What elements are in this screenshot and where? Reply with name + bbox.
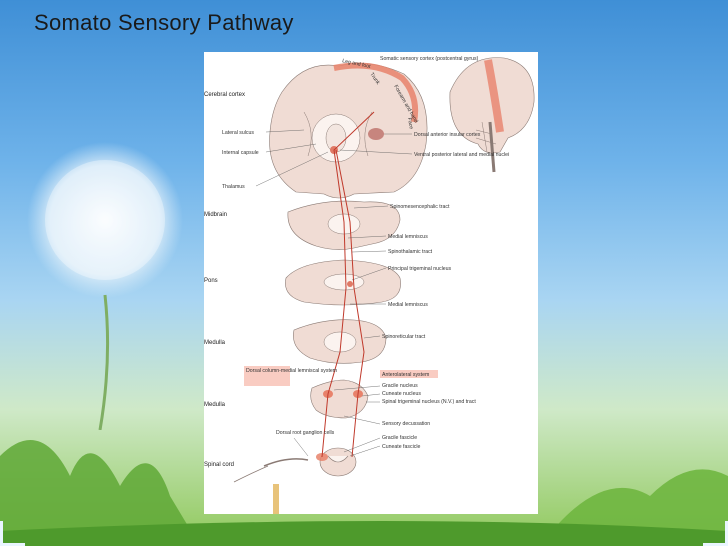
medulla-upper-section [293,319,387,364]
slide-title: Somato Sensory Pathway [34,10,294,35]
section-label-medulla-lower: Medulla [204,402,226,408]
label-spinomesencephalic-tract: Spinomesencephalic tract [390,204,450,210]
ascending-tract-lines [321,111,375,458]
pons-section [285,259,401,306]
section-label-spinal-cord: Spinal cord [204,462,234,468]
corner-ornament-bottom-left [0,521,25,546]
anterolateral-highlight [380,370,438,378]
label-cuneate-nucleus: Cuneate nucleus [382,391,421,397]
label-medial-lemniscus-pons: Medial lemniscus [388,302,428,308]
section-label-cerebral-cortex: Cerebral cortex [204,92,245,98]
spinal-cord-section [233,447,357,514]
label-gracile-nucleus: Gracile nucleus [382,383,418,389]
label-dorsal-anterior-insular-cortex: Dorsal anterior insular cortex [414,132,481,138]
anatomy-figure: Cerebral cortex Midbrain Pons Medulla Me… [204,52,538,514]
label-sensory-decussation: Sensory decussation [382,421,430,427]
medulla-lower-section [310,379,369,419]
lateral-brain-view [449,57,535,173]
label-spinoreticular-tract: Spinoreticular tract [382,334,426,340]
label-somatic-sensory-cortex: Somatic sensory cortex (postcentral gyru… [380,56,479,62]
section-label-midbrain: Midbrain [204,212,227,218]
label-ventral-posterior-nuclei: Ventral posterior lateral and medial nuc… [414,152,509,158]
label-spinal-trigeminal-nucleus: Spinal trigeminal nucleus (N.V.) and tra… [382,399,476,405]
label-medial-lemniscus-midbrain: Medial lemniscus [388,234,428,240]
label-thalamus: Thalamus [222,184,245,190]
somatosensory-diagram: Cerebral cortex Midbrain Pons Medulla Me… [204,56,535,514]
label-principal-trigeminal-nucleus: Principal trigeminal nucleus [388,266,452,272]
label-internal-capsule: Internal capsule [222,150,259,156]
label-dorsal-column-system: Dorsal column-medial lemniscal system [246,368,337,374]
dandelion-background-image [27,142,183,430]
dorsal-column-highlight [244,366,290,386]
section-label-medulla-upper: Medulla [204,340,226,346]
grass-background-image [0,440,728,546]
coronal-brain-section [269,62,428,199]
label-gracile-fascicle: Gracile fascicle [382,435,417,441]
label-anterolateral-system: Anterolateral system [382,372,429,378]
label-face: Face [406,117,414,130]
section-label-pons: Pons [204,278,218,284]
label-dorsal-root-ganglion: Dorsal root ganglion cells [276,430,335,436]
corner-ornament-bottom-right [703,521,728,546]
label-lateral-sulcus: Lateral sulcus [222,130,254,136]
label-cuneate-fascicle: Cuneate fascicle [382,444,420,450]
label-spinothalamic-tract: Spinothalamic tract [388,249,433,255]
label-leg-and-foot: Leg and foot [342,58,372,70]
